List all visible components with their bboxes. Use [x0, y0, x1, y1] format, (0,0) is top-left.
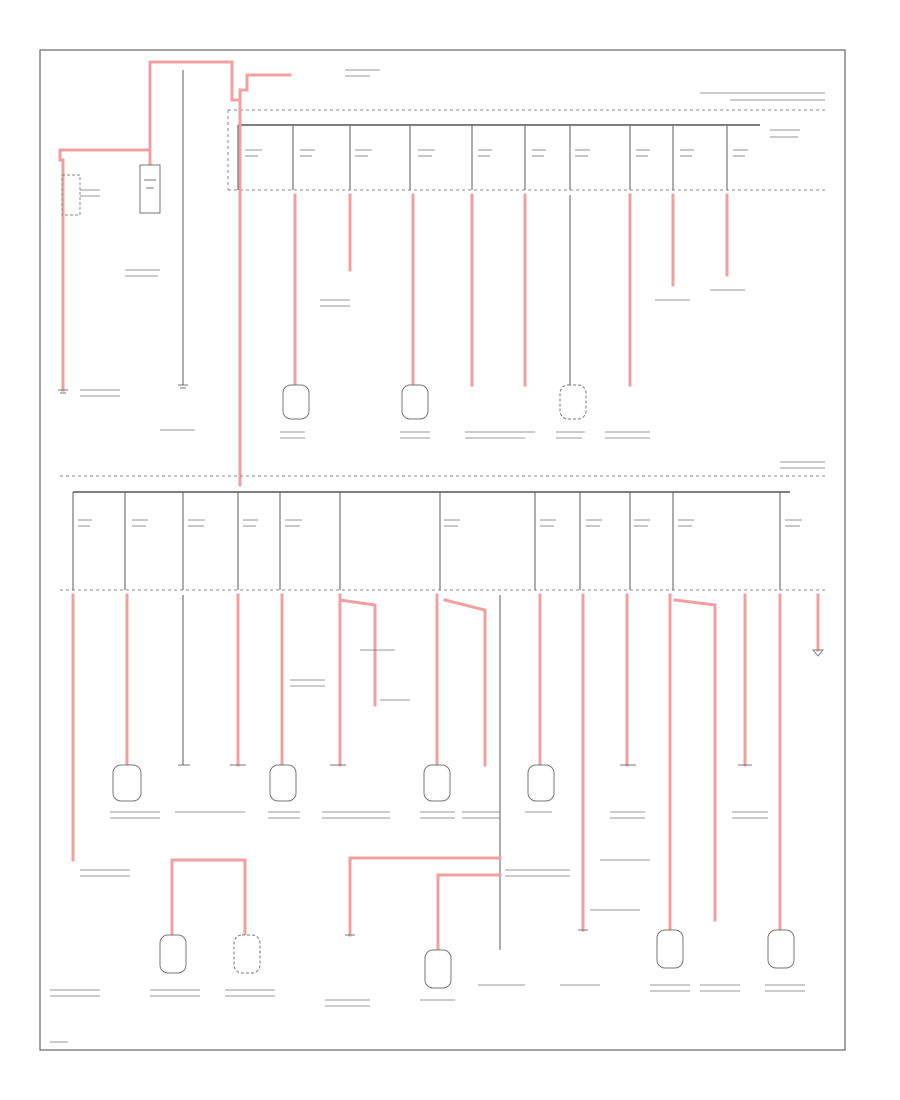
- connector-icon: [282, 384, 310, 420]
- connector-icon: [159, 934, 187, 974]
- branch-wire: [348, 856, 502, 937]
- top-section: [58, 60, 825, 487]
- connector-icon: [656, 929, 684, 969]
- connector-icon: [767, 929, 795, 969]
- connector-icon: [112, 764, 142, 802]
- connector-icon: [401, 384, 429, 420]
- ground-icon: [178, 384, 188, 389]
- connector-icon: [233, 934, 261, 974]
- label-marks: [80, 69, 825, 439]
- branch-wire: [170, 858, 247, 937]
- connector-icon: [269, 764, 297, 802]
- ground-icon: [58, 389, 68, 394]
- fusible-link-icon: [61, 174, 81, 216]
- connector-icon: [527, 764, 555, 802]
- circuit-wire: [338, 593, 377, 767]
- diagram-frame: [39, 49, 846, 1051]
- circuit-wire: [435, 593, 487, 767]
- connector-icon: [423, 764, 451, 802]
- bottom-section: [50, 461, 825, 1007]
- label-marks: [50, 461, 825, 1007]
- bottom-fuse-taps: [72, 492, 781, 590]
- battery-icon: [139, 164, 161, 214]
- top-fuse-taps: [237, 125, 728, 190]
- main-feed-wire: [58, 60, 292, 162]
- ground-icon: [812, 649, 824, 657]
- branch-wire: [436, 873, 502, 952]
- circuit-wire: [668, 593, 717, 932]
- connector-icon: [559, 384, 587, 420]
- connector-icon: [424, 949, 452, 989]
- ground-icon: [178, 764, 752, 936]
